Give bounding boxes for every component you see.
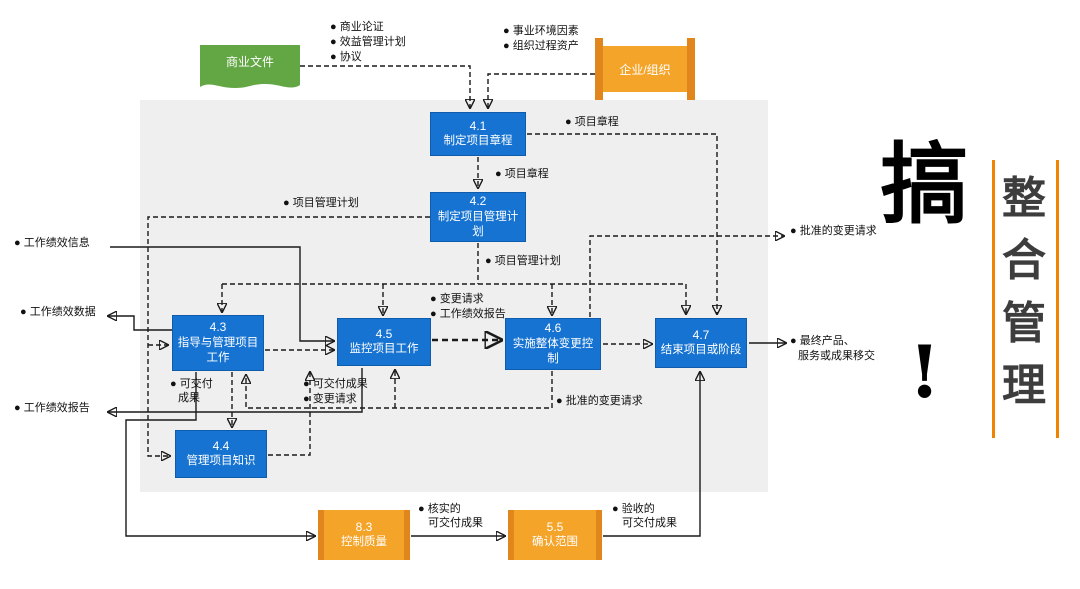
- label-deliverables-43-line2: 成果: [178, 392, 200, 404]
- process-id: 8.3: [355, 519, 373, 534]
- label-final-product-line2: 服务或成果移交: [798, 350, 875, 362]
- label-work-performance-report-left: ● 工作绩效报告: [14, 402, 90, 414]
- org-shape-right-bar: [687, 38, 695, 100]
- label-project-charter-down: ● 项目章程: [495, 168, 549, 180]
- label-pm-plan-down: ● 项目管理计划: [485, 255, 561, 267]
- list-item: ● 效益管理计划: [330, 36, 406, 48]
- process-box-5-5: 5.5 确认范围: [508, 510, 602, 560]
- label-accepted-deliverables-line2: 可交付成果: [622, 517, 677, 529]
- document-icon: [200, 45, 300, 89]
- business-documents-shape: 商业文件: [200, 45, 300, 97]
- label-approved-change-mid: ● 批准的变更请求: [556, 395, 643, 407]
- label-work-performance-info: ● 工作绩效信息: [14, 237, 90, 249]
- list-item: ● 协议: [330, 51, 362, 63]
- label-verified-deliverables-line2: 可交付成果: [428, 517, 483, 529]
- process-name: 结束项目或阶段: [660, 344, 742, 357]
- list-item: ● 组织过程资产: [503, 40, 579, 52]
- vertical-divider-right: [1056, 160, 1059, 438]
- process-name: 确认范围: [532, 536, 578, 549]
- process-id: 4.3: [209, 320, 227, 335]
- org-shape-left-bar: [595, 38, 603, 100]
- process-id: 4.7: [692, 327, 710, 342]
- process-name: 制定项目管理计划: [437, 210, 519, 238]
- label-change-request: ● 变更请求: [430, 293, 484, 305]
- vertical-title: 整合管理: [1002, 173, 1046, 412]
- process-box-4-3: 4.3 指导与管理项目工作: [172, 315, 264, 371]
- process-name: 控制质量: [341, 536, 387, 549]
- process-name: 指导与管理项目工作: [177, 336, 259, 364]
- vertical-divider-left: [992, 160, 995, 438]
- process-id: 4.1: [469, 118, 487, 133]
- process-box-4-2: 4.2 制定项目管理计划: [430, 192, 526, 242]
- label-project-charter-out: ● 项目章程: [565, 116, 619, 128]
- list-item: ● 事业环境因素: [503, 25, 579, 37]
- process-id: 4.4: [212, 438, 230, 453]
- process-box-4-5: 4.5 监控项目工作: [337, 318, 431, 366]
- label-deliverables-45: ● 可交付成果: [303, 378, 368, 390]
- label-final-product-line1: ● 最终产品、: [790, 335, 855, 347]
- process-id: 5.5: [546, 519, 564, 534]
- label-work-performance-report-mid: ● 工作绩效报告: [430, 308, 506, 320]
- label-pm-plan-left: ● 项目管理计划: [283, 197, 359, 209]
- process-id: 4.6: [544, 321, 562, 336]
- process-name: 监控项目工作: [349, 343, 419, 356]
- label-work-performance-data: ● 工作绩效数据: [20, 306, 96, 318]
- org-inputs-list: ● 事业环境因素 ● 组织过程资产: [503, 24, 579, 54]
- business-inputs-list: ● 商业论证 ● 效益管理计划 ● 协议: [330, 20, 406, 65]
- process-box-4-6: 4.6 实施整体变更控制: [505, 318, 601, 370]
- process-id: 4.5: [375, 326, 393, 341]
- process-name: 制定项目章程: [443, 135, 513, 148]
- process-box-4-1: 4.1 制定项目章程: [430, 112, 526, 156]
- big-character: 搞: [880, 132, 969, 236]
- process-box-8-3: 8.3 控制质量: [318, 510, 410, 560]
- business-documents-label: 商业文件: [225, 55, 274, 69]
- exclamation-mark: !: [908, 329, 941, 414]
- list-item: ● 商业论证: [330, 21, 384, 33]
- enterprise-org-label: 企业/组织: [603, 46, 687, 92]
- process-name: 实施整体变更控制: [512, 337, 594, 365]
- label-verified-deliverables-line1: ● 核实的: [418, 503, 461, 515]
- label-deliverables-43-line1: ● 可交付: [170, 378, 213, 390]
- label-approved-change-right: ● 批准的变更请求: [790, 225, 877, 237]
- label-change-request-45: ● 变更请求: [303, 393, 357, 405]
- label-accepted-deliverables-line1: ● 验收的: [612, 503, 655, 515]
- process-box-4-4: 4.4 管理项目知识: [175, 430, 267, 478]
- process-name: 管理项目知识: [186, 455, 256, 468]
- process-id: 4.2: [469, 194, 487, 209]
- enterprise-org-shape: 企业/组织: [595, 38, 695, 100]
- process-box-4-7: 4.7 结束项目或阶段: [655, 318, 747, 368]
